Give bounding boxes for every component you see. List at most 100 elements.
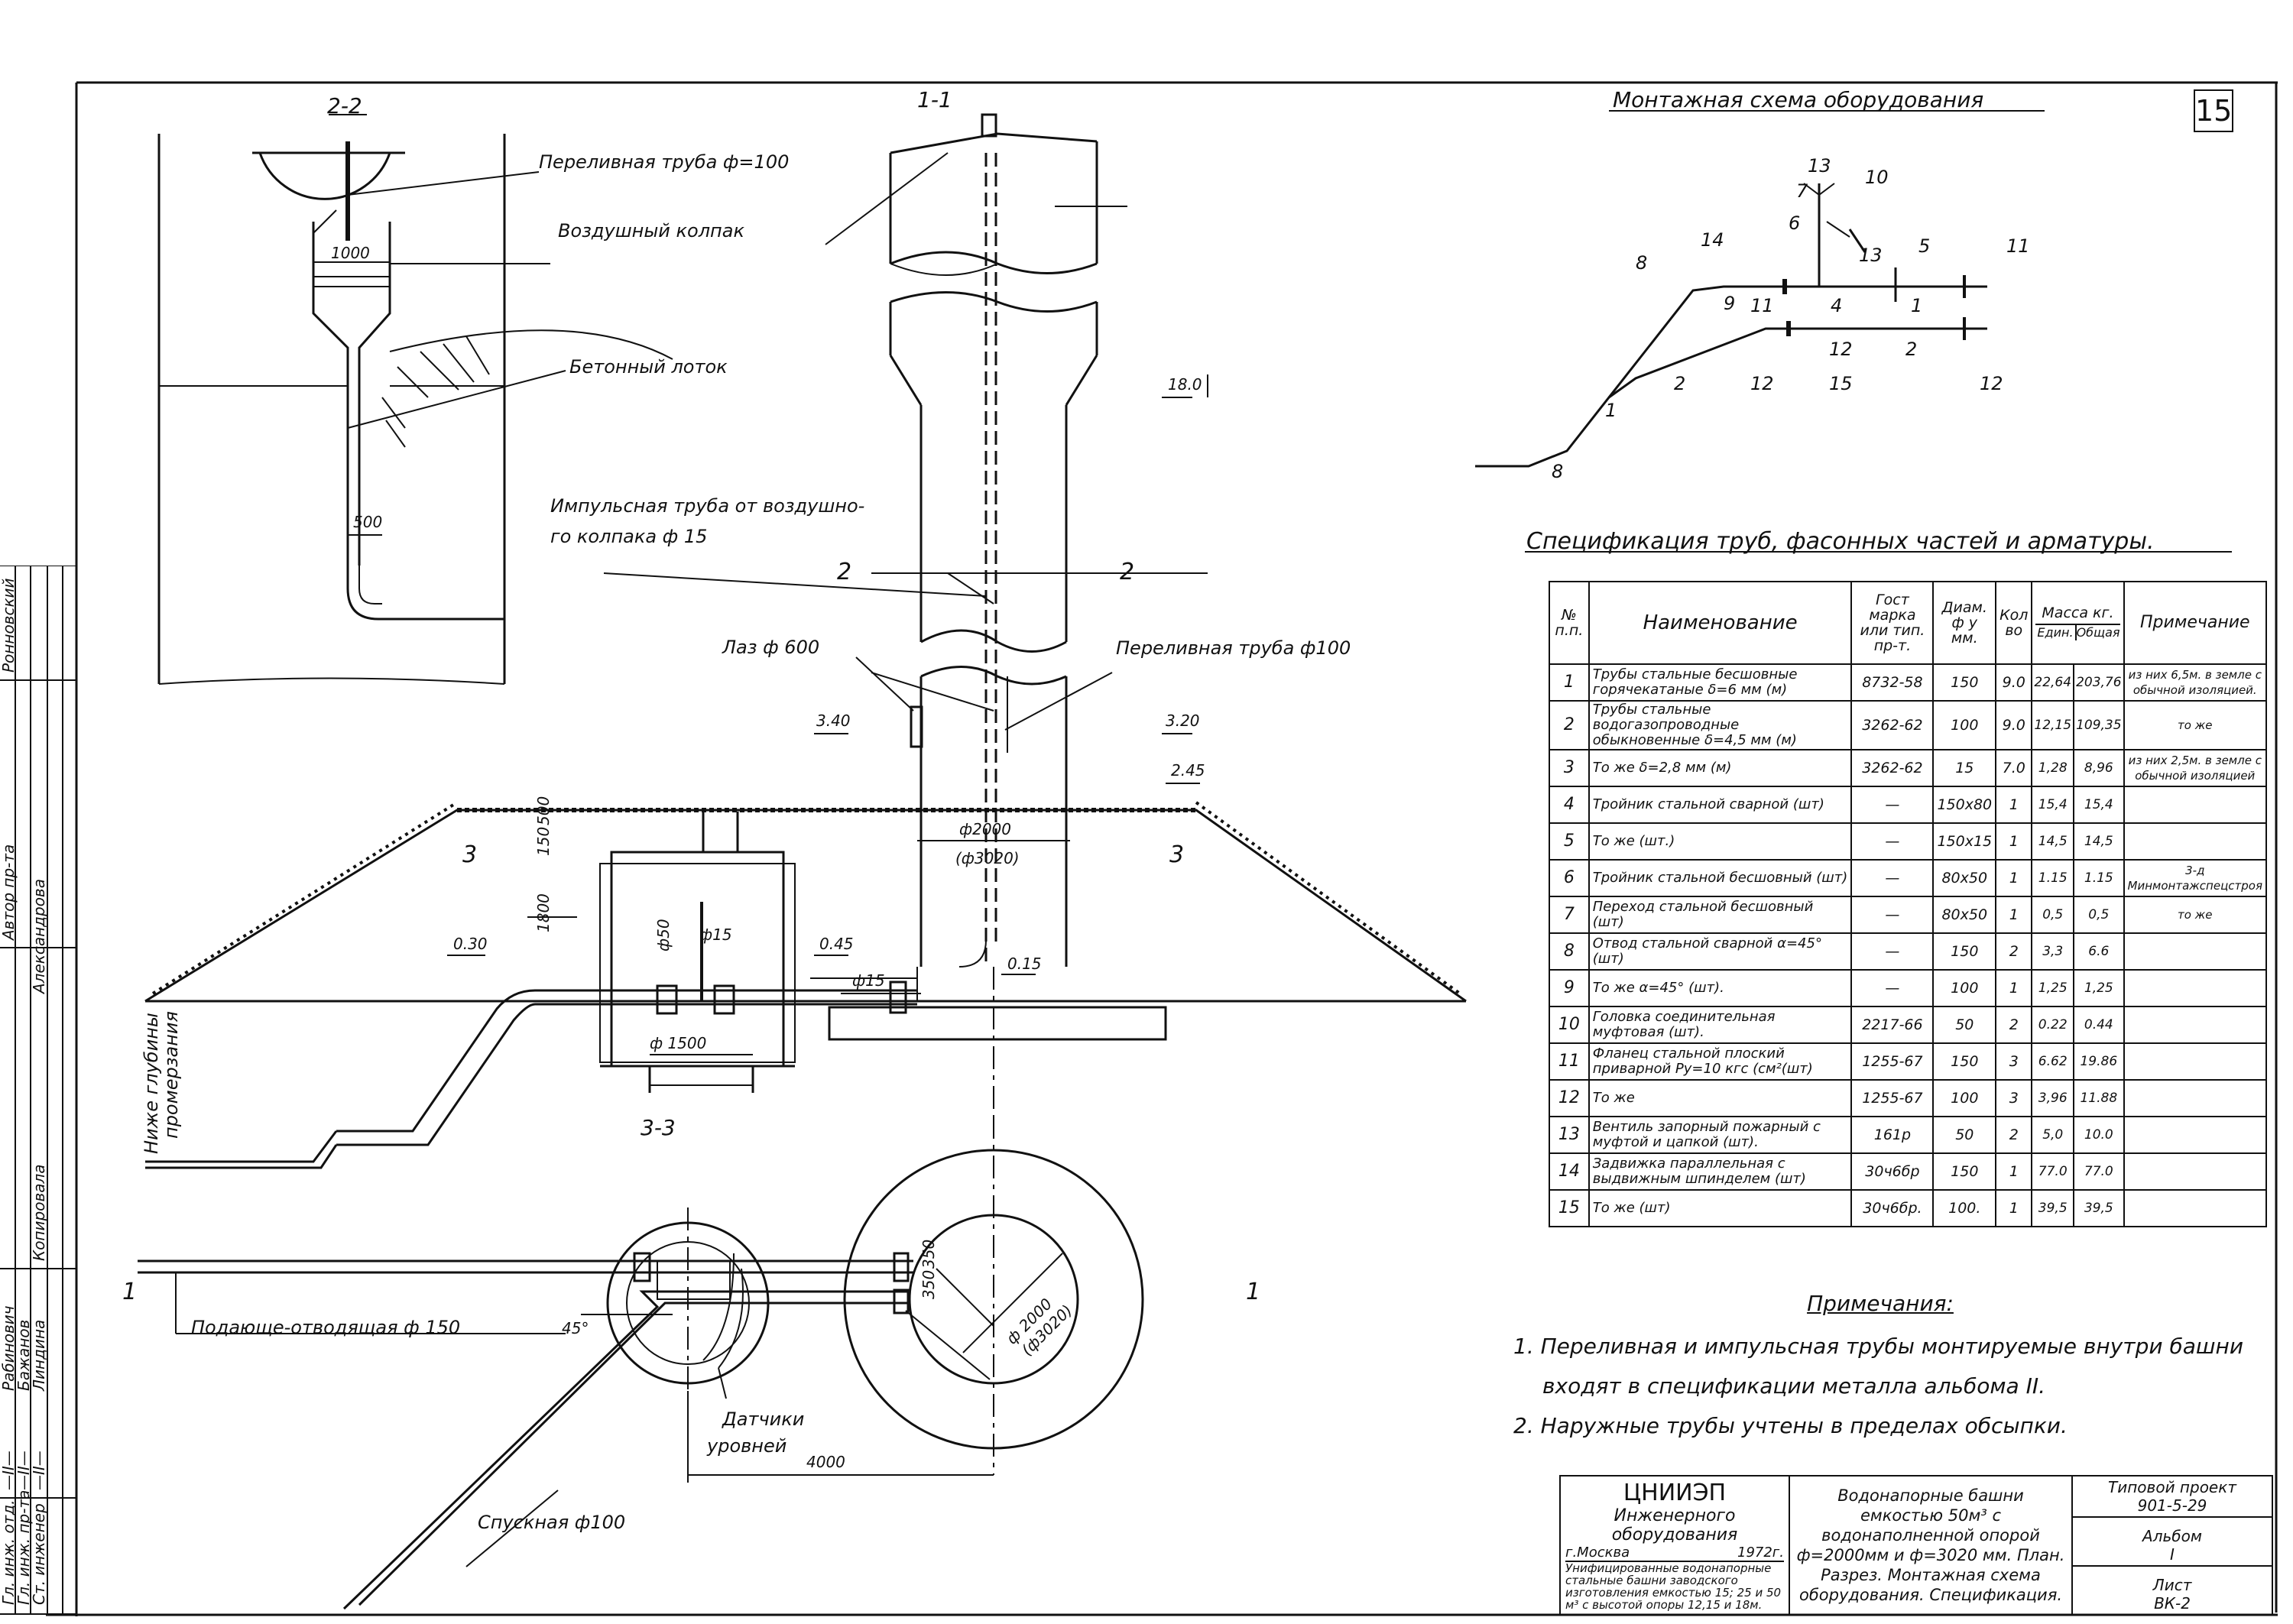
- spec-title: Спецификация труб, фасонных частей и арм…: [1526, 528, 2155, 555]
- elev-18: 18.0: [1168, 375, 1202, 394]
- spec-cell-dia: 150: [1932, 1042, 1997, 1081]
- spec-cell-total: 19.86: [2073, 1042, 2125, 1081]
- tag-6: 6: [1789, 212, 1800, 234]
- spec-cell-name: Переход стальной бесшовный (шт): [1588, 896, 1853, 934]
- spec-cell-note: из них 2,5м. в земле с обычной изоляцией: [2123, 749, 2268, 787]
- spec-cell-unit: 3,3: [2031, 932, 2075, 971]
- spec-cell-total: 203,76: [2073, 663, 2125, 702]
- stamp-signer-1: Рабинович: [0, 1305, 18, 1391]
- label-level-sensors-1: Датчики: [722, 1408, 804, 1430]
- note-1b: входят в спецификации металла альбома II…: [1542, 1373, 2045, 1399]
- spec-cell-dia: 100: [1932, 969, 1997, 1007]
- label-overflow-pipe-b: Переливная труба ф100: [1116, 637, 1351, 659]
- notes-heading: Примечания:: [1807, 1291, 1954, 1316]
- tb-album-label: Альбом: [2142, 1527, 2202, 1545]
- stamp-mark-1: —II—: [0, 1451, 18, 1490]
- scheme-title: Монтажная схема оборудования: [1613, 87, 1983, 112]
- dimension-lines: [175, 152, 1208, 1567]
- dim-500b: 500: [534, 796, 553, 825]
- spec-cell-unit: 1.15: [2031, 859, 2075, 897]
- cut-3-left: 3: [462, 841, 477, 868]
- spec-cell-note: [2123, 969, 2268, 1007]
- spec-cell-note: из них 6,5м. в земле с обычной изоляцией…: [2123, 663, 2268, 702]
- page-number: 15: [2194, 89, 2233, 132]
- stamp-name-1: Ронновский: [0, 578, 18, 673]
- tag-10: 10: [1865, 167, 1889, 188]
- spec-cell-qty: 3: [1995, 1079, 2033, 1117]
- label-impulse-pipe-2: го колпака ф 15: [550, 526, 707, 547]
- spec-cell-gost: —: [1850, 786, 1935, 824]
- spec-cell-unit: 39,5: [2031, 1189, 2075, 1227]
- cut-1-left: 1: [122, 1279, 137, 1305]
- stamp-author: Автор пр-та: [0, 844, 18, 942]
- spec-cell-qty: 2: [1995, 1116, 2033, 1154]
- spec-cell-note: [2123, 1189, 2268, 1227]
- cut-2-right: 2: [1120, 559, 1134, 585]
- spec-cell-name: Тройник стальной сварной (шт): [1588, 786, 1853, 824]
- spec-cell-dia: 50: [1932, 1006, 1997, 1044]
- tb-org-cell: ЦНИИЭП Инженерного оборудования г.Москва…: [1561, 1477, 1790, 1614]
- spec-cell-gost: 8732-58: [1850, 663, 1935, 702]
- dim-d2000: ф2000: [959, 820, 1011, 838]
- earth-mound: [144, 801, 1467, 1003]
- spec-cell-total: 77.0: [2073, 1152, 2125, 1191]
- spec-cell-unit: 12,15: [2031, 700, 2075, 750]
- spec-cell-gost: 1255-67: [1850, 1079, 1935, 1117]
- dim-phi15-a: ф15: [852, 971, 885, 990]
- spec-cell-note: то же: [2123, 896, 2268, 934]
- spec-cell-unit: 77.0: [2031, 1152, 2075, 1191]
- specification-table: № п.п. Наименование Гост марка или тип. …: [1549, 581, 2268, 1227]
- spec-cell-name: Трубы стальные водогазопроводные обыкнов…: [1588, 700, 1853, 750]
- spec-cell-unit: 6.62: [2031, 1042, 2075, 1081]
- spec-cell-unit: 3,96: [2031, 1079, 2075, 1117]
- stamp-role-1: Гл. инж. отд.: [0, 1499, 18, 1605]
- tag-15: 15: [1829, 373, 1853, 394]
- spec-cell-no: 9: [1549, 969, 1590, 1007]
- supply-pipes-section: [145, 977, 921, 1169]
- stamp-copied: Копировала: [30, 1164, 48, 1261]
- section-1-1: [828, 113, 1167, 1123]
- tag-12b: 12: [1750, 373, 1774, 394]
- tb-album: I: [2170, 1545, 2175, 1564]
- spec-cell-no: 12: [1549, 1079, 1590, 1117]
- spec-cell-dia: 150: [1932, 932, 1997, 971]
- cut-2-left: 2: [837, 559, 851, 585]
- tag-14: 14: [1701, 229, 1724, 251]
- tag-13a: 13: [1808, 155, 1831, 177]
- spec-cell-note: 3-д Минмонтажспецстроя: [2123, 859, 2268, 897]
- tag-11b: 11: [1750, 295, 1774, 316]
- spec-cell-name: Трубы стальные бесшовные горячекатаные δ…: [1588, 663, 1853, 702]
- spec-th-mass-label: Масса кг.: [2042, 605, 2114, 621]
- spec-cell-name: То же (шт.): [1588, 822, 1853, 861]
- dim-1800: 1800: [534, 893, 553, 932]
- tag-1a: 1: [1911, 295, 1922, 316]
- spec-cell-no: 10: [1549, 1006, 1590, 1044]
- spec-cell-gost: 3262-62: [1850, 700, 1935, 750]
- spec-header-row: № п.п. Наименование Гост марка или тип. …: [1549, 581, 2268, 665]
- spec-cell-total: 6.6: [2073, 932, 2125, 971]
- spec-cell-name: То же (шт): [1588, 1189, 1853, 1227]
- spec-cell-qty: 1: [1995, 896, 2033, 934]
- spec-cell-note: [2123, 932, 2268, 971]
- valve-chamber: [527, 812, 796, 1093]
- tag-11a: 11: [2006, 235, 2030, 257]
- label-overflow-pipe-a: Переливная труба ф=100: [539, 151, 789, 173]
- label-level-sensors-2: уровней: [706, 1435, 786, 1457]
- spec-cell-gost: 1255-67: [1850, 1042, 1935, 1081]
- cut-1-right: 1: [1246, 1279, 1260, 1305]
- spec-cell-qty: 2: [1995, 932, 2033, 971]
- tb-proj: 901-5-29: [2137, 1496, 2207, 1515]
- spec-cell-dia: 100: [1932, 1079, 1997, 1117]
- stamp-signer-3: Линдина: [30, 1320, 48, 1392]
- spec-cell-note: [2123, 1152, 2268, 1191]
- spec-cell-dia: 150: [1932, 663, 1997, 702]
- spec-cell-total: 39,5: [2073, 1189, 2125, 1227]
- spec-cell-total: 15,4: [2073, 786, 2125, 824]
